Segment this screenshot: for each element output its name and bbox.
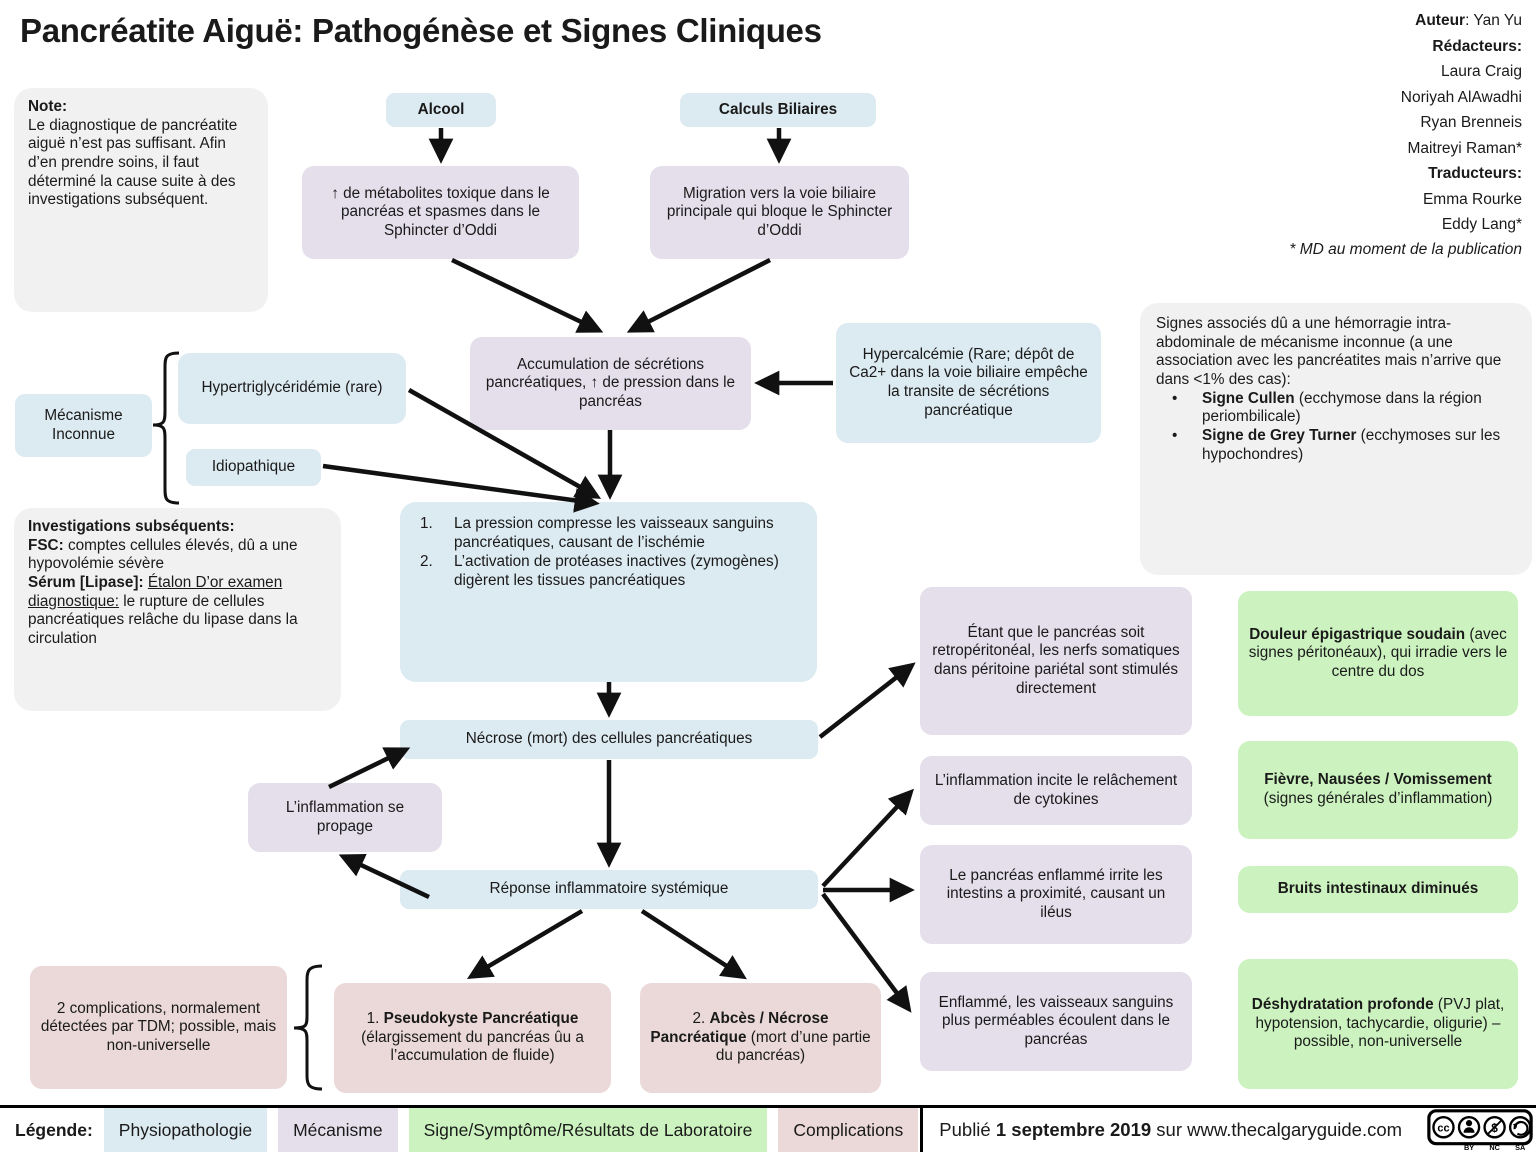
signes-associes-box: Signes associés dû a une hémorragie intr…: [1140, 303, 1532, 575]
node-fievre-nausees: Fièvre, Nausées / Vomissement (signes gé…: [1238, 741, 1518, 839]
credit-name: Maitreyi Raman*: [1407, 139, 1522, 157]
footer-bar: Légende: Physiopathologie Mécanisme Sign…: [0, 1105, 1536, 1152]
cc-sa-label: SA: [1515, 1143, 1526, 1151]
creative-commons-icon: cc $ BY NC SA: [1427, 1109, 1533, 1151]
node-metabolites-toxiques: ↑ de métabolites toxique dans le pancréa…: [302, 166, 579, 259]
credit-name: Noriyah AlAwadhi: [1400, 88, 1522, 106]
node-idiopathique: Idiopathique: [186, 449, 321, 486]
cascade-item: 1. La pression compresse les vaisseaux s…: [420, 515, 774, 551]
node-inflammation-propage: L’inflammation se propage: [248, 783, 442, 852]
curly-bracket-complications: [293, 964, 323, 1091]
credit-name: Emma Rourke: [1422, 190, 1522, 208]
node-migration-voie-biliaire: Migration vers la voie biliaire principa…: [650, 166, 909, 259]
node-mecanisme-inconnue: Mécanisme Inconnue: [15, 394, 152, 457]
arrow-migration-accumulation: [626, 257, 772, 333]
node-abces-necrose: 2. Abcès / Nécrose Pancréatique (mort d’…: [640, 983, 881, 1093]
arrow-reponse-cytokines: [821, 788, 914, 888]
arrow-reponse-pseudokyste: [466, 909, 584, 979]
node-alcool: Alcool: [386, 93, 496, 127]
credit-line-traducteurs: Traducteurs:: [1428, 165, 1522, 182]
legend-chip-mecanisme: Mécanisme: [278, 1108, 398, 1152]
node-calculs-biliaires: Calculs Biliaires: [680, 93, 876, 127]
arrow-necrose-nerfs: [818, 662, 916, 739]
node-cytokines: L’inflammation incite le relâchement de …: [920, 756, 1192, 825]
signe-grey-turner-bullet: • Signe de Grey Turner (ecchymoses sur l…: [1156, 427, 1516, 464]
cc-by-label: BY: [1464, 1143, 1474, 1151]
credit-line-auteur: Auteur: Yan Yu: [1415, 12, 1522, 29]
signe-cullen-bullet: • Signe Cullen (ecchymose dans la région…: [1156, 390, 1516, 427]
svg-text:cc: cc: [1437, 1122, 1449, 1134]
legend-chip-physiopathologie: Physiopathologie: [103, 1108, 268, 1152]
arrow-reponse-abces: [640, 909, 747, 980]
page-title: Pancréatite Aiguë: Pathogénèse et Signes…: [20, 12, 822, 49]
node-reponse-inflammatoire: Réponse inflammatoire systémique: [400, 870, 818, 909]
node-complications-intro: 2 complications, normalement détectées p…: [30, 966, 287, 1089]
signes-associes-intro: Signes associés dû a une hémorragie intr…: [1156, 315, 1502, 388]
arrow-idiopathique-cascade: [322, 463, 600, 513]
node-deshydratation: Déshydratation profonde (PVJ plat, hypot…: [1238, 959, 1518, 1089]
credits-block: Auteur: Yan Yu Rédacteurs: Laura Craig N…: [1260, 8, 1522, 262]
node-douleur-epigastrique: Douleur épigastrique soudain (avec signe…: [1238, 591, 1518, 716]
node-nerfs-somatiques: Étant que le pancréas soit retropéritoné…: [920, 587, 1192, 735]
cascade-item: 2. L’activation de protéases inactives (…: [420, 553, 779, 589]
node-cascade-pression: 1. La pression compresse les vaisseaux s…: [400, 502, 817, 682]
node-pseudokyste: 1. Pseudokyste Pancréatique (élargisseme…: [334, 983, 611, 1093]
node-hypertriglyceridemie: Hypertriglycéridémie (rare): [178, 353, 406, 424]
credit-name: Eddy Lang*: [1441, 216, 1522, 233]
investigation-fsc: FSC: comptes cellules élevés, dû a une h…: [28, 536, 298, 573]
bullet-icon: •: [1172, 389, 1178, 407]
arrow-propage-necrose: [328, 747, 411, 790]
legend-chip-complications: Complications: [778, 1108, 919, 1152]
legend-label: Légende:: [15, 1119, 93, 1140]
bullet-icon: •: [1172, 426, 1178, 444]
node-bruits-intestinaux: Bruits intestinaux diminués: [1238, 866, 1518, 913]
footer-divider: [920, 1108, 924, 1152]
credit-name: Ryan Brenneis: [1420, 114, 1522, 131]
credit-footnote: * MD au moment de la publication: [1289, 240, 1522, 258]
credit-name: Laura Craig: [1441, 63, 1522, 80]
node-hypercalcemie: Hypercalcémie (Rare; dépôt de Ca2+ dans …: [836, 323, 1101, 443]
arrow-metabolites-accumulation: [451, 257, 604, 333]
node-vaisseaux-permeables: Enflammé, les vaisseaux sanguins plus pe…: [920, 972, 1192, 1071]
investigations-box: Investigations subséquents: FSC: comptes…: [14, 508, 341, 711]
node-accumulation-secretions: Accumulation de sécrétions pancréatiques…: [470, 337, 751, 430]
note-box: Note: Le diagnostique de pancréatite aig…: [14, 88, 268, 312]
investigation-serum: Sérum [Lipase]: Étalon D’or examen diagn…: [28, 573, 298, 647]
cc-nc-label: NC: [1489, 1143, 1500, 1151]
publication-line: Publié 1 septembre 2019 sur www.thecalga…: [939, 1119, 1403, 1140]
node-necrose: Nécrose (mort) des cellules pancréatique…: [400, 720, 818, 759]
node-ileus: Le pancréas enflammé irrite les intestin…: [920, 845, 1192, 944]
cc-license-badge: cc $ BY NC SA: [1427, 1108, 1533, 1152]
curly-bracket-mecanisme: [152, 351, 180, 505]
legend-chip-signe-symptome: Signe/Symptôme/Résultats de Laboratoire: [408, 1108, 768, 1152]
credit-line-redacteurs: Rédacteurs:: [1432, 37, 1522, 55]
